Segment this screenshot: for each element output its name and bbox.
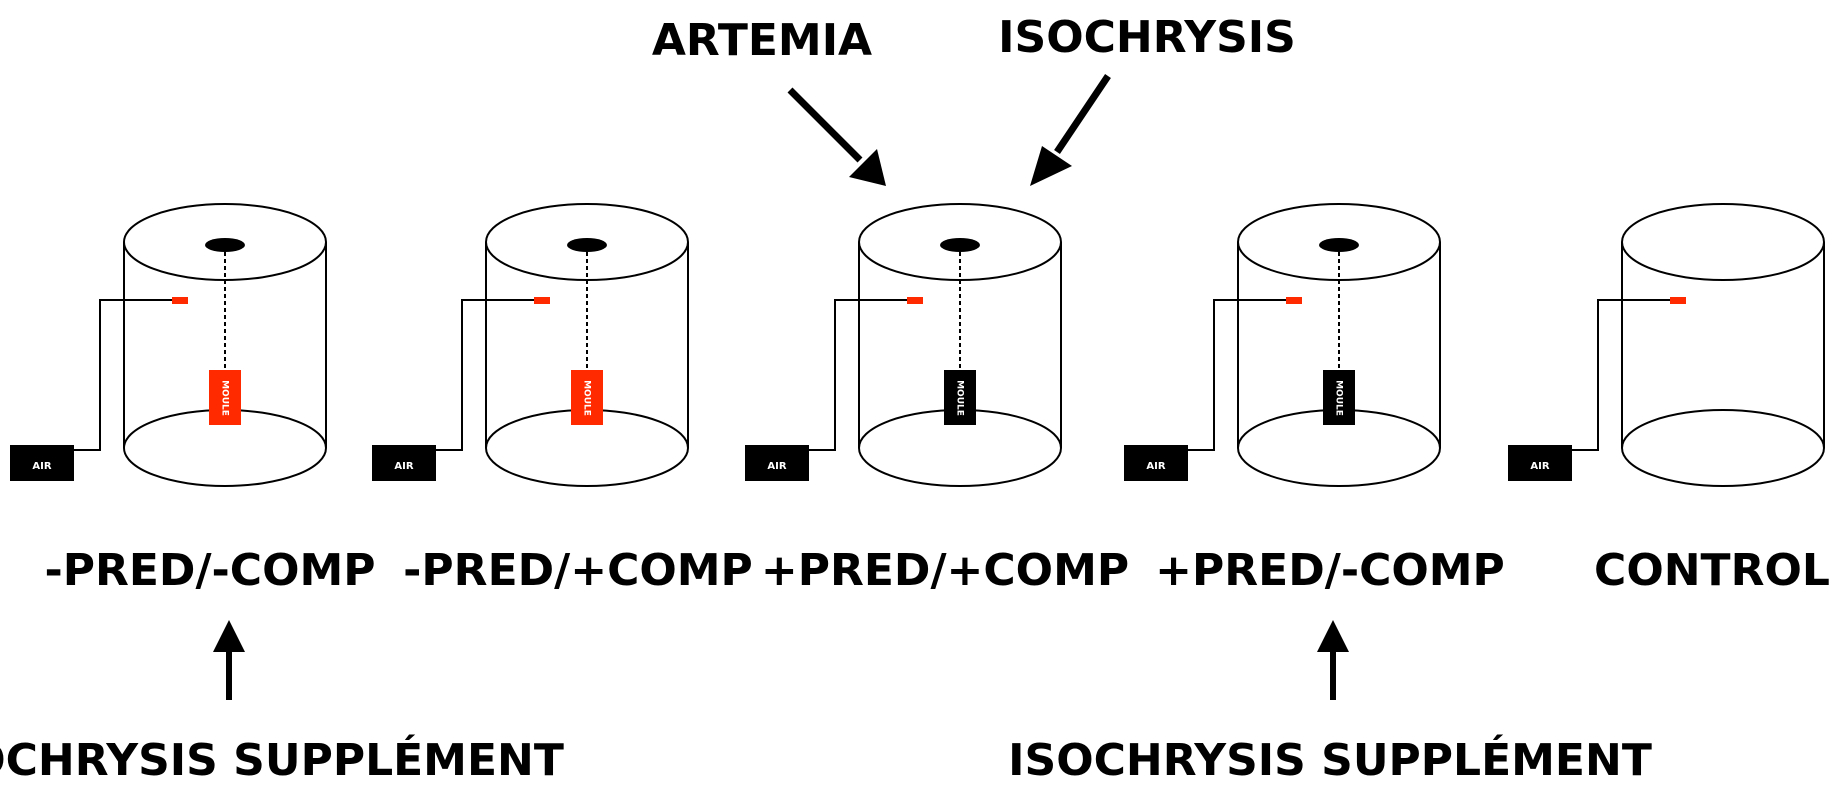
air-pump-label: AIR [1146, 461, 1165, 472]
air-tube [74, 299, 175, 451]
air-pump-label: AIR [394, 461, 413, 472]
mussel-cage-label: MOULE [220, 380, 230, 416]
tank-3: AIR MOULE [745, 203, 1062, 487]
tank-1: AIR MOULE [10, 203, 327, 487]
air-stone [1286, 297, 1302, 304]
air-stone [907, 297, 923, 304]
air-pump [10, 445, 74, 481]
air-tube [809, 299, 910, 451]
tank-5: AIR [1508, 203, 1825, 487]
air-tube [1188, 299, 1289, 451]
condition-label-tank-2: -PRED/+COMP [403, 545, 753, 596]
tank-bottom [1621, 409, 1825, 487]
air-pump-label: AIR [767, 461, 786, 472]
tank-4: AIR MOULE [1124, 203, 1441, 487]
air-tube [1572, 299, 1673, 451]
supplement-arrow-2 [1317, 620, 1349, 700]
supplement-label-2: ISOCHRYSIS SUPPLÉMENT [1008, 733, 1652, 785]
condition-label-tank-5: CONTROLE [1594, 545, 1831, 596]
mussel-cage [571, 370, 603, 425]
condition-label-tank-1: -PRED/-COMP [44, 545, 375, 596]
supplement-arrow-1 [213, 620, 245, 700]
artemia-arrow [787, 87, 886, 186]
hanging-hole [1319, 238, 1359, 252]
air-pump-label: AIR [32, 461, 51, 472]
mussel-cage [209, 370, 241, 425]
air-pump [372, 445, 436, 481]
air-pump [745, 445, 809, 481]
mussel-cage [944, 370, 976, 425]
air-stone [172, 297, 188, 304]
air-stone [1670, 297, 1686, 304]
mussel-cage-label: MOULE [582, 380, 592, 416]
supplement-label-1: ISOCHRYSIS SUPPLÉMENT [0, 733, 564, 785]
air-tube [436, 299, 537, 451]
isochrysis-label: ISOCHRYSIS [998, 12, 1296, 63]
hanging-hole [567, 238, 607, 252]
hanging-hole [940, 238, 980, 252]
tank-top [1621, 203, 1825, 281]
hanging-hole [205, 238, 245, 252]
mussel-cage-label: MOULE [1334, 380, 1344, 416]
artemia-label: ARTEMIA [652, 15, 872, 66]
tanks: AIR MOULE AIR MOULE AIR MOULE AIR MOULE AIR [10, 203, 1825, 487]
air-pump [1508, 445, 1572, 481]
condition-label-tank-4: +PRED/-COMP [1155, 545, 1505, 596]
air-stone [534, 297, 550, 304]
air-pump-label: AIR [1530, 461, 1549, 472]
mussel-cage [1323, 370, 1355, 425]
isochrysis-arrow [1030, 74, 1111, 186]
tank-2: AIR MOULE [372, 203, 689, 487]
mussel-cage-label: MOULE [955, 380, 965, 416]
air-pump [1124, 445, 1188, 481]
condition-label-tank-3: +PRED/+COMP [761, 545, 1129, 596]
